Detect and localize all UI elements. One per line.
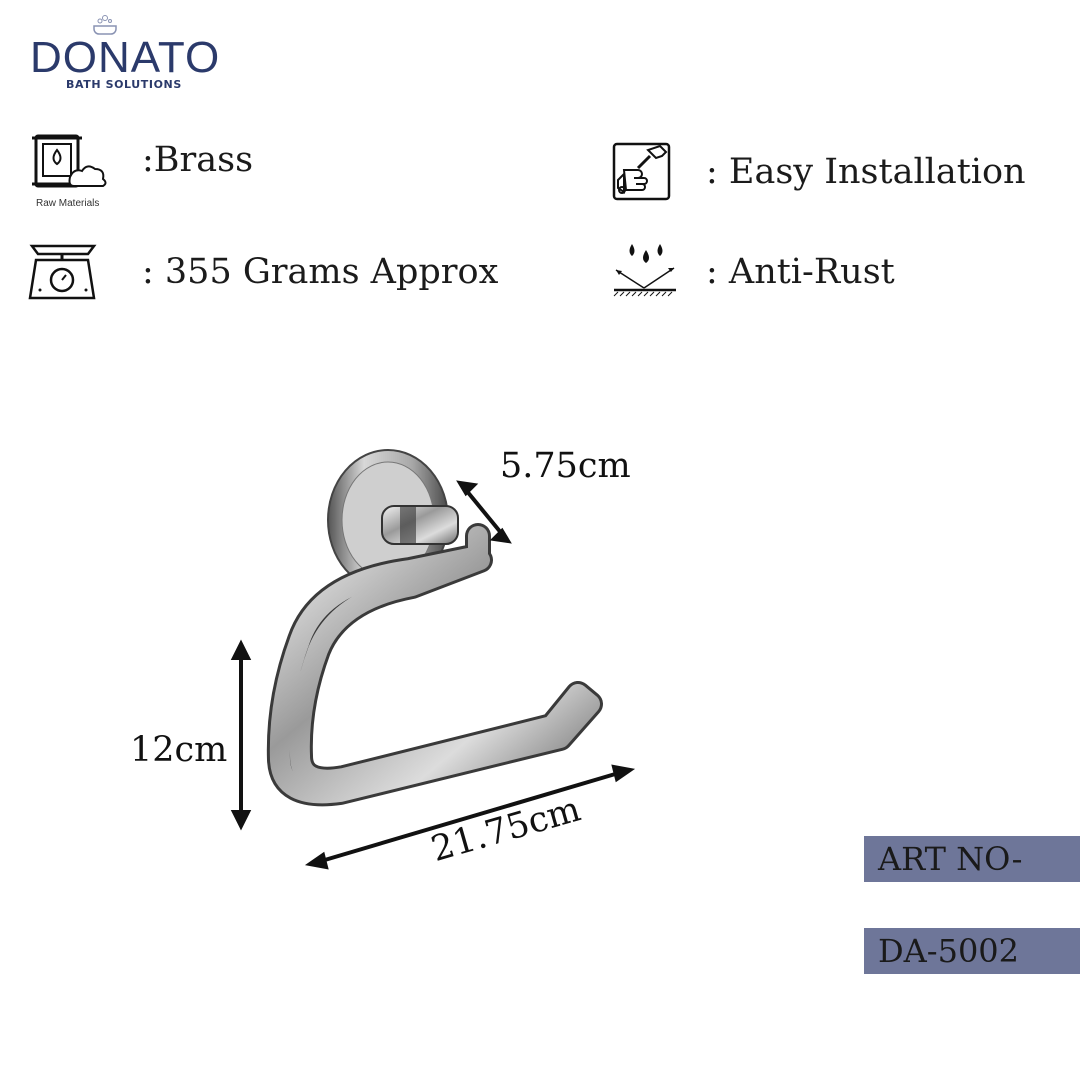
water-drops-icon bbox=[613, 244, 676, 297]
art-no-label-box: ART NO- bbox=[864, 836, 1080, 882]
holder-stem bbox=[381, 505, 459, 545]
height-label: 12cm bbox=[130, 730, 228, 770]
art-no-value: DA-5002 bbox=[878, 932, 1020, 970]
raw-materials-icon bbox=[32, 134, 107, 188]
art-no-value-box: DA-5002 bbox=[864, 928, 1080, 974]
feature-rust bbox=[612, 240, 678, 304]
holder-ring bbox=[266, 523, 603, 807]
brand-name: DONATO bbox=[30, 33, 221, 82]
feature-weight bbox=[28, 242, 100, 306]
depth-label: 5.75cm bbox=[500, 446, 631, 486]
bathtub-icon bbox=[93, 15, 117, 35]
weighing-scale-icon bbox=[28, 244, 97, 300]
raw-materials-caption: Raw Materials bbox=[36, 198, 100, 209]
brand-logo: DONATO BATH SOLUTIONS bbox=[30, 14, 220, 94]
art-no-label: ART NO- bbox=[878, 840, 1023, 878]
brand-tagline: BATH SOLUTIONS bbox=[66, 78, 182, 91]
installation-text: : Easy Installation bbox=[706, 152, 1026, 192]
weight-text: : 355 Grams Approx bbox=[142, 252, 499, 292]
material-text: :Brass bbox=[142, 140, 254, 180]
wrench-hand-icon bbox=[612, 142, 671, 201]
rust-text: : Anti-Rust bbox=[706, 252, 895, 292]
feature-material: Raw Materials bbox=[30, 130, 110, 210]
feature-installation bbox=[612, 142, 672, 206]
dimension-arrows bbox=[230, 480, 636, 870]
